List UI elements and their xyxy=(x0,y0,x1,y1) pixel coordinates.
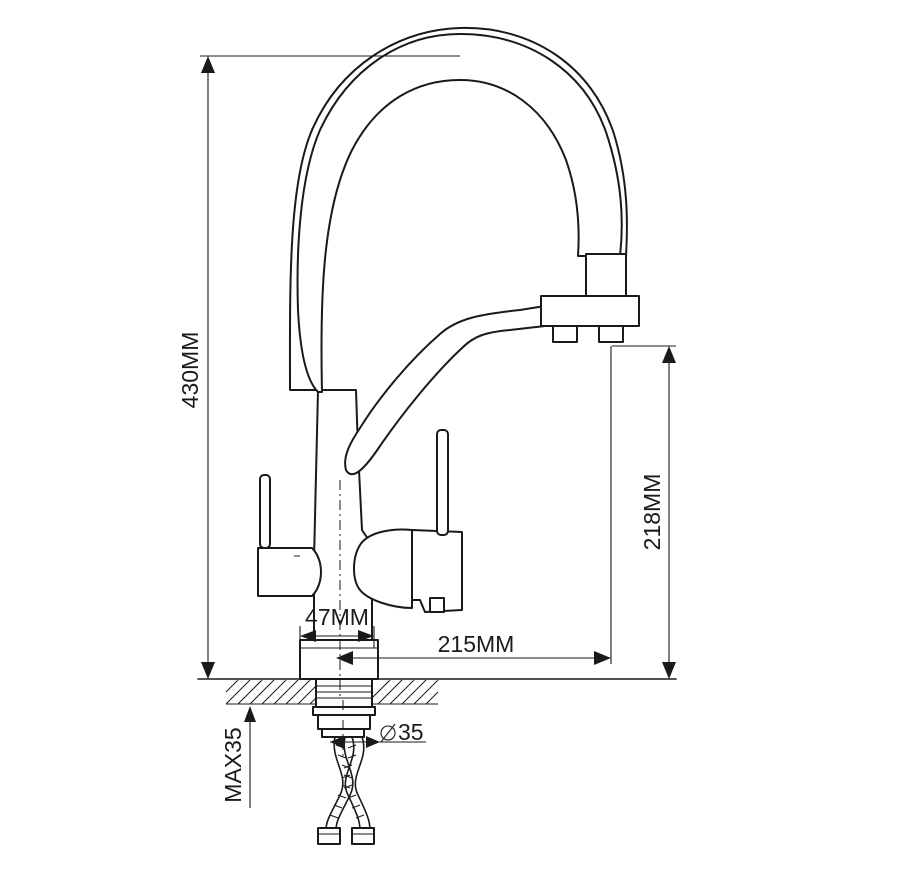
goose-neck-hose xyxy=(296,33,623,393)
filtered-water-spout xyxy=(344,305,546,476)
right-handle-cap xyxy=(411,529,463,613)
total-height-label: 430MM xyxy=(177,332,203,409)
hose-fitting-right xyxy=(351,827,375,845)
dim-spout-reach: 215MM xyxy=(336,346,612,665)
spout-reach-label: 215MM xyxy=(438,631,515,657)
dim-total-height: 430MM xyxy=(177,55,460,679)
left-handle-lever xyxy=(259,474,271,549)
spray-head xyxy=(585,253,627,301)
dim-base-diameter: 47MM xyxy=(299,604,375,648)
max-thickness-label: MAX35 xyxy=(220,727,246,802)
left-handle-housing xyxy=(257,547,322,597)
countertop-hatch-left xyxy=(225,679,317,705)
right-handle-screw xyxy=(429,597,445,613)
right-handle-housing xyxy=(353,528,413,609)
right-handle-lever xyxy=(436,429,449,536)
countertop xyxy=(197,678,677,705)
mounting-shank xyxy=(312,678,376,760)
diameter-icon xyxy=(380,723,396,743)
faucet xyxy=(257,26,640,700)
filtered-outlet-nozzle xyxy=(552,325,578,343)
countertop-hatch-right xyxy=(371,679,439,705)
dim-max-thickness: MAX35 xyxy=(220,706,256,808)
dim-spout-height: 218MM xyxy=(612,345,676,679)
hose-fitting-left xyxy=(317,827,341,845)
dim-hole-diameter: 35 xyxy=(330,719,426,748)
hole-diameter-label: 35 xyxy=(398,719,424,745)
spout-height-label: 218MM xyxy=(639,474,665,551)
base-diameter-label: 47MM xyxy=(305,604,369,630)
spray-head-outlet xyxy=(540,295,640,327)
faucet-base xyxy=(299,639,379,680)
main-outlet-nozzle xyxy=(598,325,624,343)
supply-hoses xyxy=(317,736,375,845)
